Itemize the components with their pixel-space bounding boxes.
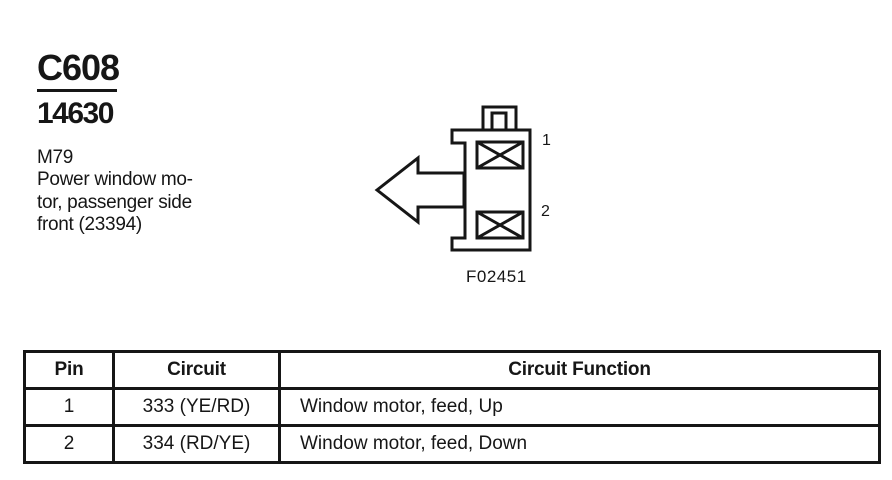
pin-cell: 2: [23, 424, 115, 464]
description-line: M79: [37, 147, 74, 168]
col-header-circuit: Circuit: [112, 350, 281, 390]
pinout-table: Pin Circuit Circuit Function 1 333 (YE/R…: [23, 350, 881, 464]
circuit-function-cell: Window motor, feed, Up: [278, 387, 881, 427]
table-row: 2 334 (RD/YE) Window motor, feed, Down: [23, 424, 881, 464]
pin-label-2: 2: [541, 203, 550, 220]
circuit-cell: 333 (YE/RD): [112, 387, 281, 427]
circuit-cell: 334 (RD/YE): [112, 424, 281, 464]
pin-cavity-2-icon: [475, 210, 525, 240]
col-header-circuit-function: Circuit Function: [278, 350, 881, 390]
title-underline-rule: [37, 89, 117, 92]
figure-number-label: F02451: [466, 267, 527, 286]
connector-diagram: 1 2: [374, 105, 551, 252]
pin-cavity-1-icon: [475, 140, 525, 170]
pin-label-1: 1: [542, 132, 551, 149]
connector-description: M79 Power window mo- tor, passenger side…: [37, 147, 193, 236]
pin-cell: 1: [23, 387, 115, 427]
connector-body-outline: [450, 128, 532, 252]
connector-lock-tab-inner: [490, 111, 508, 132]
circuit-function-cell: Window motor, feed, Down: [278, 424, 881, 464]
table-header-row: Pin Circuit Circuit Function: [23, 350, 881, 390]
col-header-pin: Pin: [23, 350, 115, 390]
left-arrow-icon: [374, 154, 466, 226]
connector-lock-tab-outer: [481, 105, 518, 132]
table-row: 1 333 (YE/RD) Window motor, feed, Up: [23, 387, 881, 427]
part-number: 14630: [37, 97, 114, 130]
connector-id-title: C608: [37, 47, 120, 88]
description-line: Power window mo-: [37, 169, 193, 191]
description-line: tor, passenger side: [37, 191, 192, 213]
description-line: front (23394): [37, 213, 142, 235]
